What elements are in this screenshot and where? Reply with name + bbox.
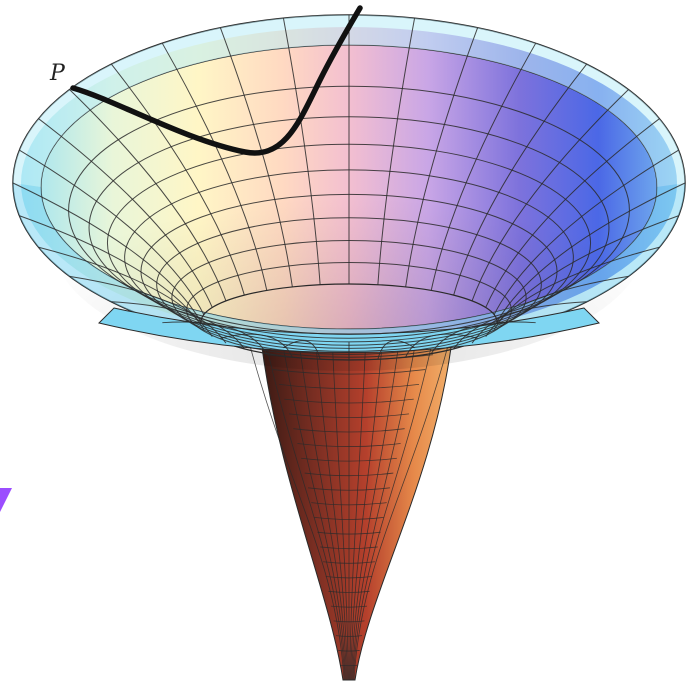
neck-meridian-line [353,341,450,681]
bowl-meridian-line [493,149,679,315]
neck-meridian-line [315,341,348,681]
neck-meridian-line [248,341,345,681]
bowl-meridian-line [485,246,660,337]
neck-meridian-line [351,341,417,681]
bowl-meridian-line [377,340,415,360]
neck-meridian-line [281,341,347,681]
bowl-meridian-line [220,333,293,358]
bowl-meridian-line [453,63,587,296]
bowl-meridian-line [69,275,227,344]
bowl-meridian-line [38,118,213,308]
neck-meridian-line [265,341,346,681]
rim-front-band [13,183,685,351]
bowl-meridian-line [471,275,629,344]
neck-meridian-line [352,341,433,681]
bowl-meridian-line [12,182,202,323]
neck-meridian-line [298,341,347,681]
bowl-meridian-line [405,333,478,358]
bowl-meridian-line [430,43,537,291]
rim-back-band [13,15,685,187]
front-lip-band [98,307,600,353]
fragment-mark [0,488,12,512]
bowl-meridian-line [283,340,321,360]
neck-meridian-line [331,341,349,681]
bowl-meridian-line [471,89,629,302]
bowl-meridian-line [405,27,479,287]
bowl-meridian-line [111,63,245,296]
bowl-meridian-line [219,27,293,287]
neck-meridian-line [350,341,383,681]
bowl-meridian-line [69,89,227,302]
bowl-meridian-line [496,182,686,323]
neck-meridian-line [351,341,400,681]
bowl-meridian-line [162,321,268,354]
bowl-meridian-line [485,118,660,308]
bowl-meridian-line [282,18,321,285]
geodesic-curve [70,5,363,156]
bowl-meridian-line [161,43,268,291]
point-p-label: P [49,61,66,86]
bowl-meridian-line [430,321,536,354]
bowl-meridian-line [453,301,587,350]
bowl-meridian-line [19,149,205,315]
bowl-meridian-line [38,246,213,337]
bowl-meridian-line [19,215,205,330]
funnel-neck [248,339,453,681]
bowl-meridian-line [377,18,416,285]
neck-meridian-line [349,341,367,681]
surface-mesh [12,15,686,360]
